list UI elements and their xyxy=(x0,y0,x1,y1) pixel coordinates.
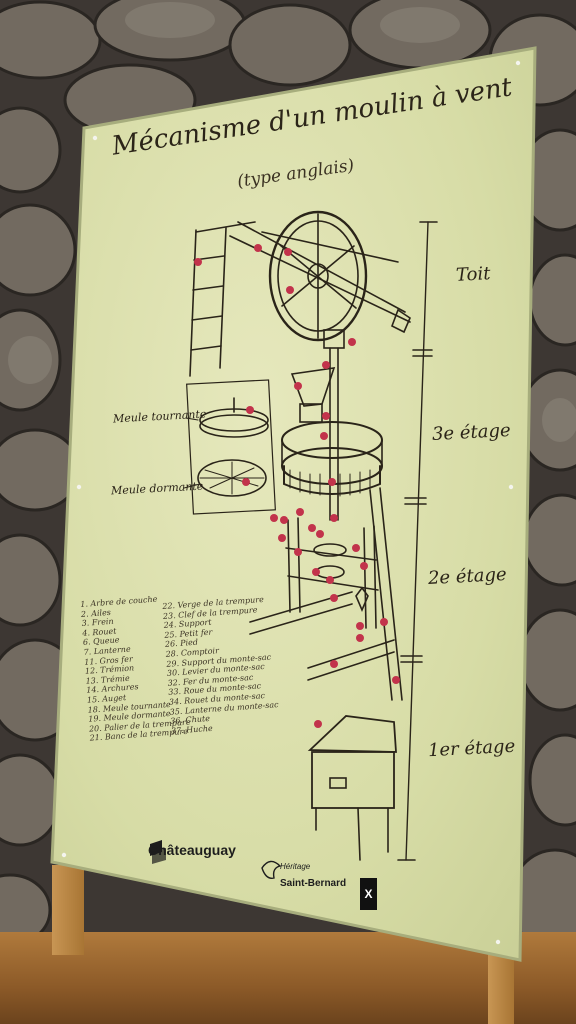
x-logo: X xyxy=(360,878,377,910)
heritage-saint-bernard-logo: Saint-Bernard xyxy=(280,878,347,889)
heritage-logo-small-text: Héritage xyxy=(280,862,311,871)
right-wooden-post xyxy=(488,955,514,1024)
chateauguay-logo: Châteauguay xyxy=(148,842,236,858)
left-wooden-post xyxy=(52,865,84,955)
